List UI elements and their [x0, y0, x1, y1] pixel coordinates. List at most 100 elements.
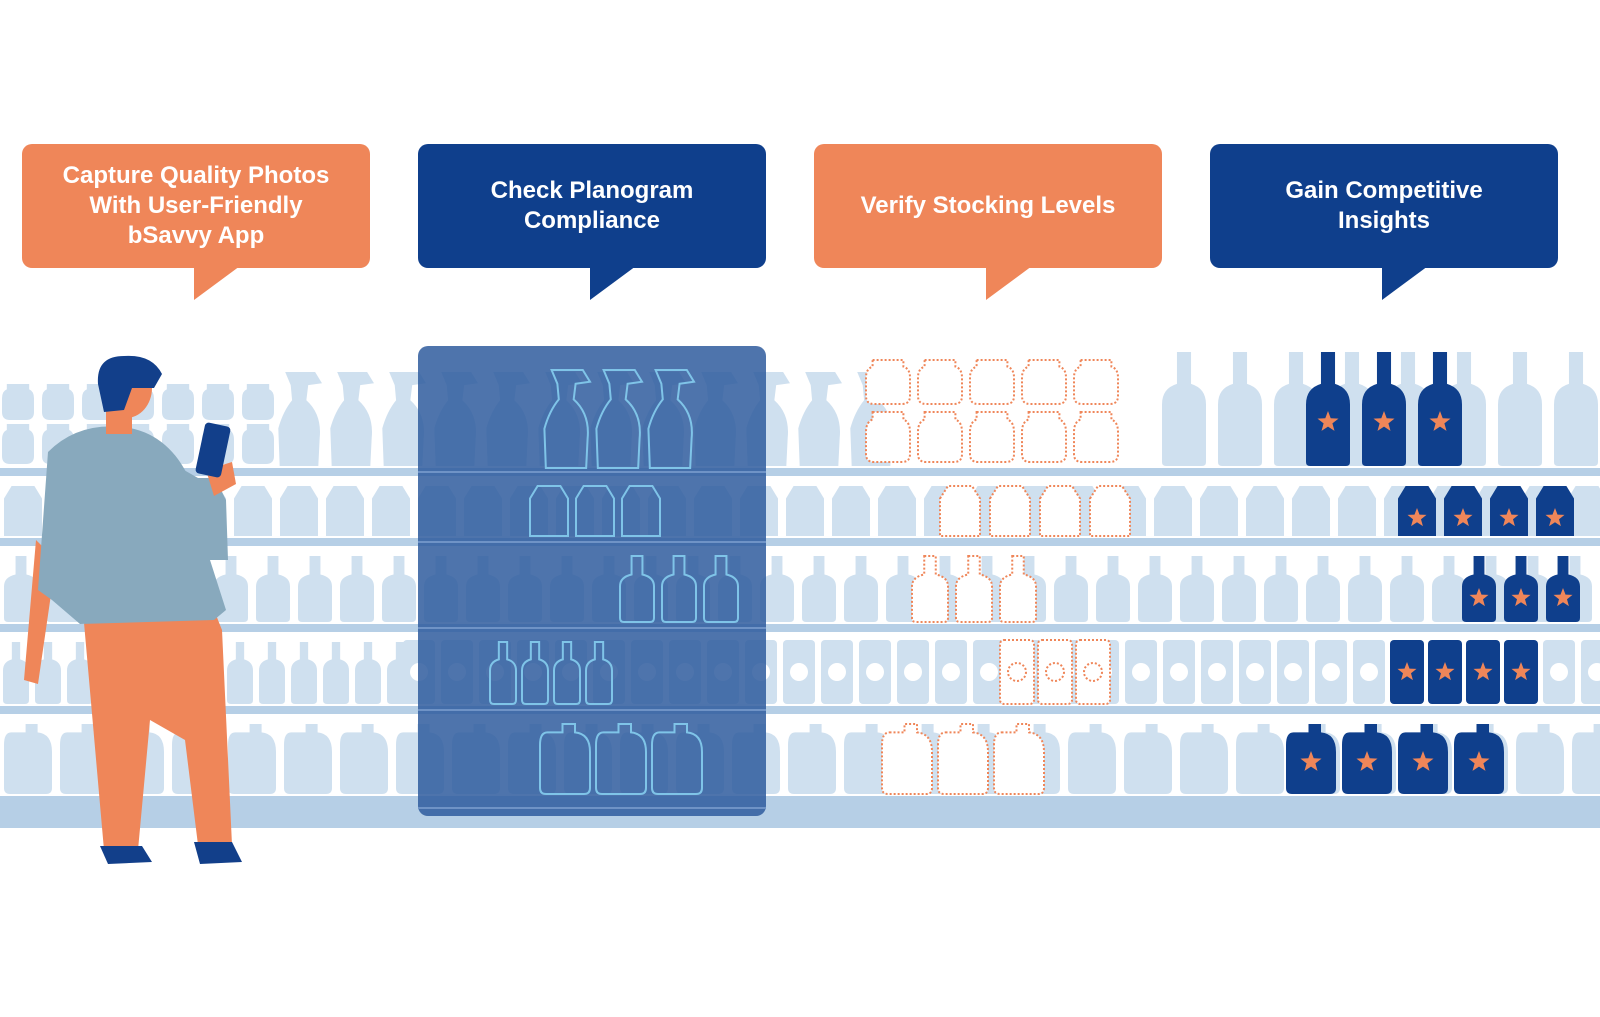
carton-icon: [4, 486, 42, 536]
star-icon: [1397, 662, 1417, 681]
planogram-jug-icon: [539, 723, 591, 795]
carton-icon: [832, 486, 870, 536]
empty-slot-bottle-icon: [911, 555, 949, 623]
jar-icon: [2, 424, 34, 464]
carton-icon: [1246, 486, 1284, 536]
shopper-with-phone-icon: [24, 355, 242, 864]
jug-icon: [1516, 724, 1564, 794]
carton-icon: [878, 486, 916, 536]
planogram-carton-icon: [621, 485, 661, 537]
spray-bottle-icon: [798, 372, 842, 466]
shelf-rail: [0, 538, 1600, 546]
bottle-icon: [802, 556, 836, 622]
bottle-icon: [1054, 556, 1089, 622]
bottle-icon: [298, 556, 332, 622]
callout-stocking-levels-text: Verify Stocking Levels: [860, 192, 1116, 219]
bottle-icon: [1348, 556, 1383, 622]
bottle-icon: [1138, 556, 1173, 622]
empty-slot-jar-icon: [865, 411, 911, 463]
jug-icon: [788, 724, 836, 794]
bottle-icon: [227, 642, 253, 704]
bottle-icon: [355, 642, 381, 704]
empty-slot-jug-icon: [993, 723, 1045, 795]
bottle-icon: [1218, 352, 1262, 466]
callout-competitive-insights-text: Gain Competitive Insights: [1285, 177, 1483, 234]
carton-icon: [1568, 486, 1600, 536]
planogram-bottle-icon: [661, 555, 697, 623]
bottle-icon: [1390, 556, 1425, 622]
label-dot: [790, 663, 808, 681]
planogram-carton-icon: [575, 485, 615, 537]
star-icon: [1511, 588, 1531, 607]
bottle-icon: [3, 642, 29, 704]
star-icon: [1356, 751, 1378, 771]
empty-slot-carton-icon: [989, 485, 1031, 537]
empty-slot-carton-icon: [1089, 485, 1131, 537]
label-dot: [1284, 663, 1302, 681]
bottle-icon: [1554, 352, 1598, 466]
jug-icon: [1124, 724, 1172, 794]
star-icon: [1545, 508, 1565, 527]
callout-stocking-levels: Verify Stocking Levels: [814, 144, 1162, 300]
star-icon: [1469, 588, 1489, 607]
empty-slot-carton-icon: [939, 485, 981, 537]
planogram-frame: [418, 346, 766, 816]
jar-icon: [2, 384, 34, 420]
carton-icon: [1154, 486, 1192, 536]
spray-bottle-icon: [382, 372, 426, 466]
bottle-icon: [67, 642, 93, 704]
bottle-icon: [259, 642, 285, 704]
empty-slot-jar-icon: [969, 411, 1015, 463]
planogram-bottle-icon: [489, 641, 517, 705]
empty-slot-carton-icon: [1039, 485, 1081, 537]
carton-icon: [372, 486, 410, 536]
bottle-icon: [35, 642, 61, 704]
planogram-bottle-icon: [553, 641, 581, 705]
empty-slot-jar-icon: [917, 359, 963, 405]
shelf-rail: [0, 468, 1600, 476]
star-icon: [1511, 662, 1531, 681]
carton-icon: [280, 486, 318, 536]
star-icon: [1412, 751, 1434, 771]
empty-slot-jar-icon: [1073, 359, 1119, 405]
carton-icon: [234, 486, 272, 536]
empty-slot-jar-icon: [1073, 411, 1119, 463]
empty-slot-jar-icon: [969, 359, 1015, 405]
carton-icon: [1292, 486, 1330, 536]
shelf-rail: [0, 624, 1600, 632]
carton-icon: [1200, 486, 1238, 536]
competitor-products: [1286, 352, 1581, 794]
callout-competitive-insights: Gain Competitive Insights: [1210, 144, 1558, 300]
jug-icon: [1180, 724, 1228, 794]
empty-slot-dot: [1083, 662, 1103, 682]
empty-slot-bottle-icon: [999, 555, 1037, 623]
jar-icon: [242, 384, 274, 420]
empty-slot-box-icon: [1037, 639, 1073, 705]
jug-icon: [4, 724, 52, 794]
spray-bottle-icon: [278, 372, 322, 466]
label-dot: [1170, 663, 1188, 681]
jug-icon: [1572, 724, 1600, 794]
bottle-icon: [323, 642, 349, 704]
bottle-icon: [291, 642, 317, 704]
callout-tail: [1382, 266, 1428, 300]
planogram-bottle-icon: [703, 555, 739, 623]
label-dot: [1360, 663, 1378, 681]
competitor-bottle-icon: [1418, 352, 1462, 466]
label-dot: [866, 663, 884, 681]
shelf-base: [0, 796, 1600, 828]
empty-slot-jug-icon: [937, 723, 989, 795]
star-icon: [1453, 508, 1473, 527]
empty-slot-dot: [1007, 662, 1027, 682]
bottle-icon: [844, 556, 878, 622]
jug-icon: [228, 724, 276, 794]
bottle-icon: [1096, 556, 1131, 622]
star-icon: [1473, 662, 1493, 681]
planogram-carton-icon: [529, 485, 569, 537]
empty-slot-bottle-icon: [955, 555, 993, 623]
empty-slot-box-icon: [999, 639, 1035, 705]
label-dot: [1322, 663, 1340, 681]
empty-slot-box-icon: [1075, 639, 1111, 705]
empty-slot-jug-icon: [881, 723, 933, 795]
